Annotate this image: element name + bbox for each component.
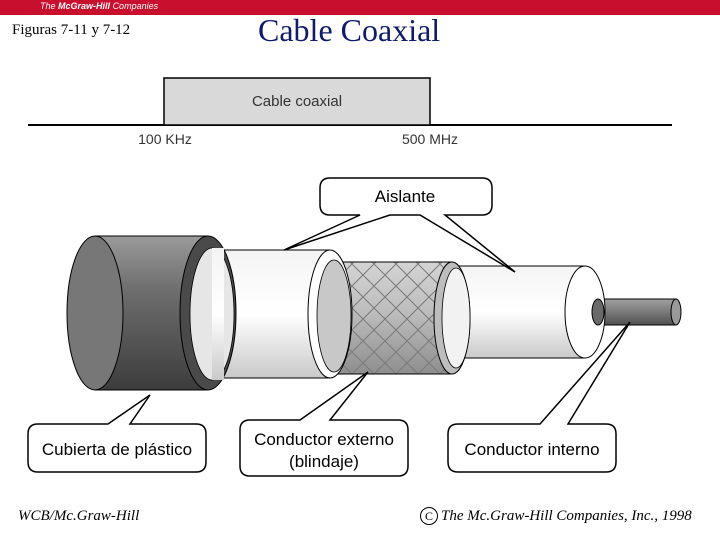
callout-externo-line2: (blindaje) xyxy=(289,452,359,471)
callout-cubierta: Cubierta de plástico xyxy=(27,394,207,473)
callout-aislante-label: Aislante xyxy=(375,187,435,206)
callout-externo-line1: Conductor externo xyxy=(254,430,394,449)
coaxial-band xyxy=(163,77,431,126)
jacket-back xyxy=(66,235,124,391)
dielectric-body xyxy=(455,266,585,358)
dielectric-end xyxy=(564,265,606,359)
callout-conductor-externo: Conductor externo (blindaje) xyxy=(239,371,409,477)
mcgraw-hill-logo: The McGraw-Hill Companies xyxy=(40,1,159,11)
top-banner: The McGraw-Hill Companies xyxy=(0,0,720,15)
page-title: Cable Coaxial xyxy=(258,12,441,48)
high-frequency-label: 500 MHz xyxy=(402,131,458,147)
callout-interno-label: Conductor interno xyxy=(464,440,599,459)
callout-aislante: Aislante xyxy=(283,177,516,273)
coaxial-cable-illustration xyxy=(66,235,682,391)
footer-right-text: The Mc.Graw-Hill Companies, Inc., 1998 xyxy=(441,508,692,524)
footer-left: WCB/Mc.Graw-Hill xyxy=(18,508,140,524)
band-label: Cable coaxial xyxy=(252,93,342,110)
inner-conductor-end xyxy=(670,298,682,326)
callout-conductor-interno: Conductor interno xyxy=(447,321,631,473)
low-frequency-label: 100 KHz xyxy=(138,131,192,147)
copyright-icon: C xyxy=(420,507,438,525)
figure-label: Figuras 7-11 y 7-12 xyxy=(12,22,131,38)
frequency-spectrum: Cable coaxial 100 KHz 500 MHz xyxy=(28,77,672,147)
callout-cubierta-label: Cubierta de plástico xyxy=(42,440,192,459)
